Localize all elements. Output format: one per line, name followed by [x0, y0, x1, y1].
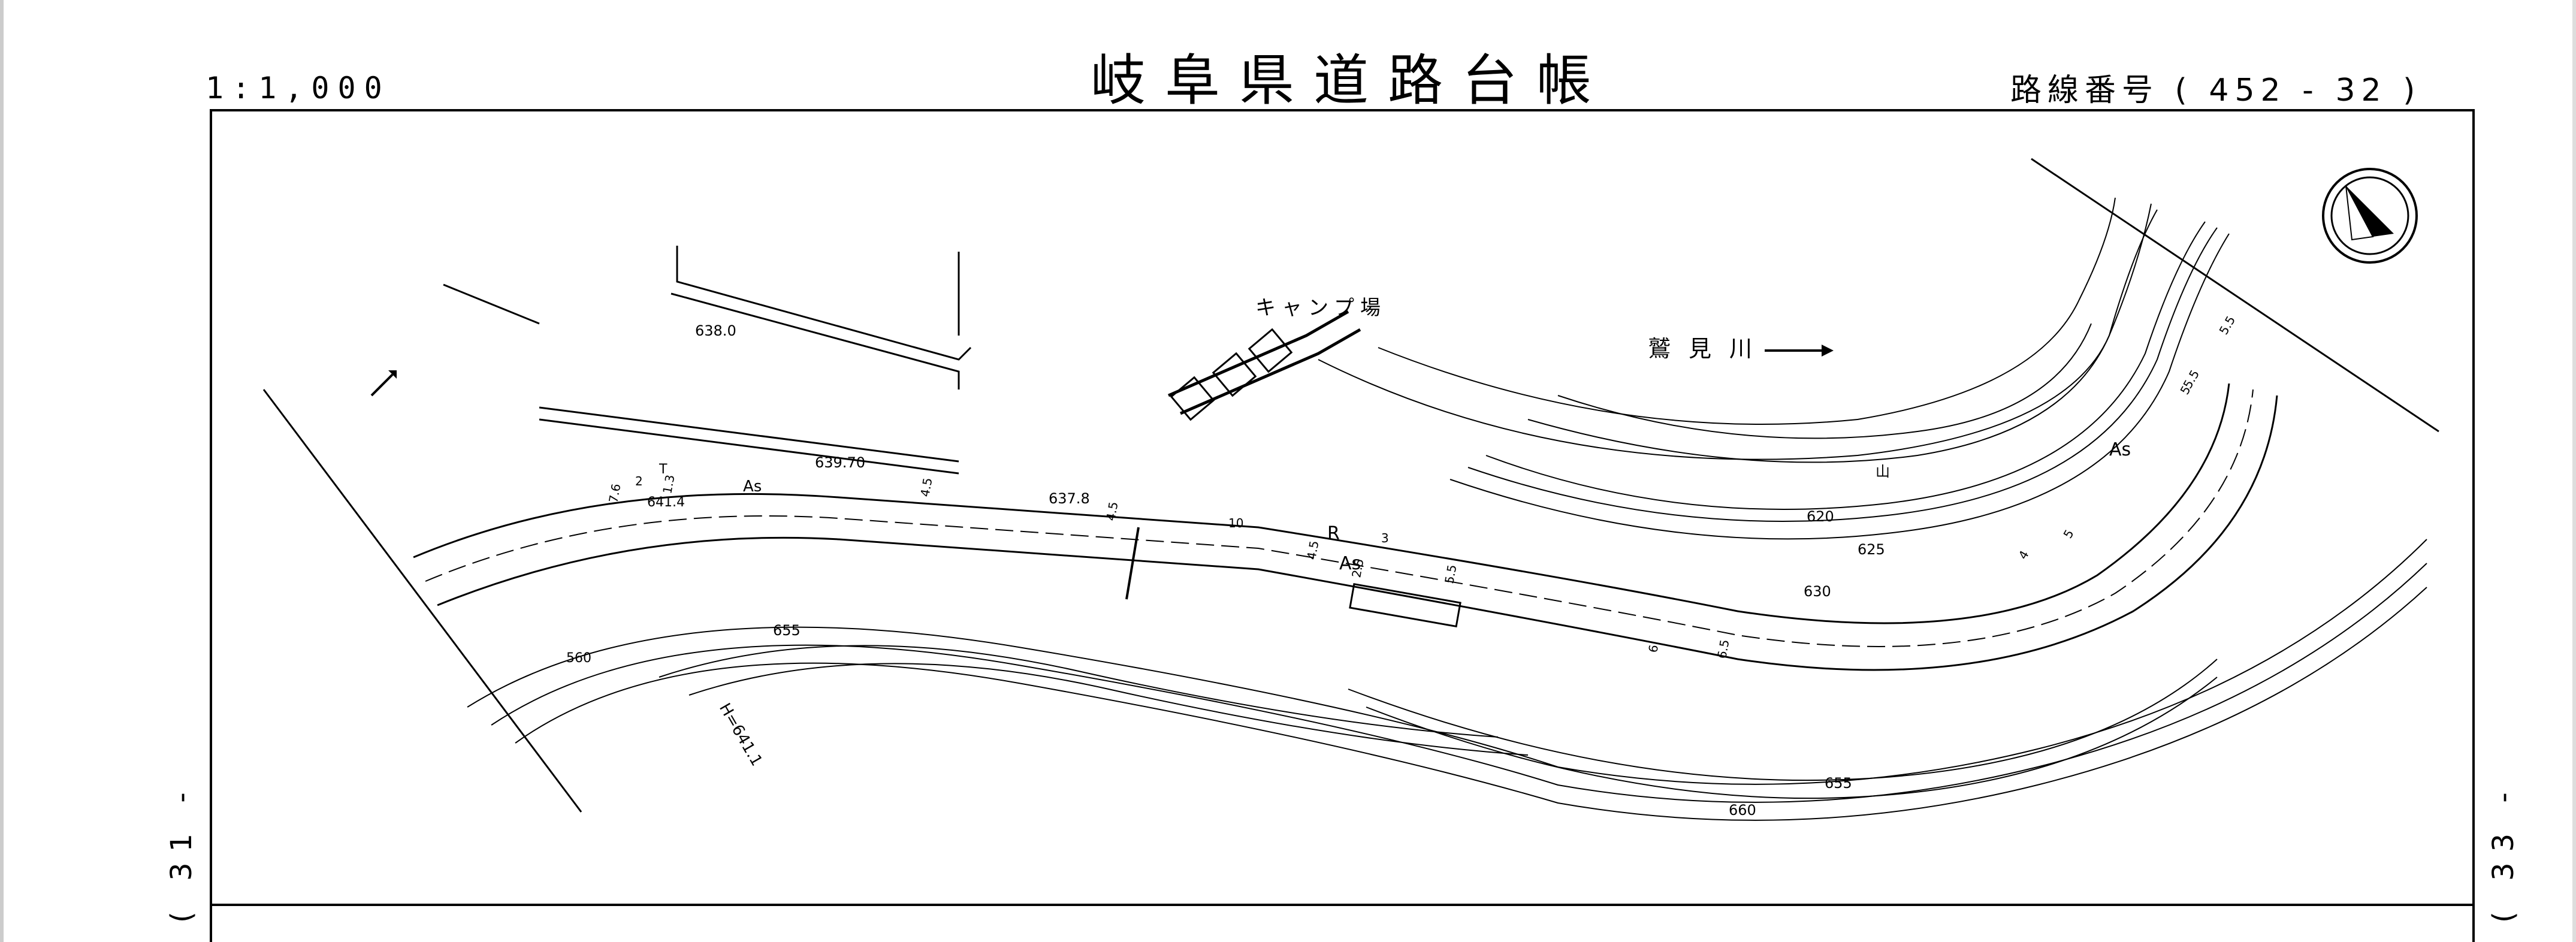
- elevation-label: 638.0: [695, 322, 736, 339]
- river-banks: [1318, 197, 2152, 460]
- elevation-label: 641.4: [647, 495, 685, 510]
- frame-divider: [210, 904, 2475, 906]
- elevation-label: 639.70: [815, 454, 865, 471]
- parking-area: [671, 246, 972, 390]
- road-edge-bottom: [437, 395, 2278, 671]
- arrow-right-icon: [1765, 345, 1834, 357]
- map-boundary-left-top: [443, 283, 540, 325]
- width-label: 6: [1645, 644, 1661, 654]
- width-label: 10: [1228, 516, 1243, 530]
- contour-label: 655: [1825, 775, 1852, 792]
- height-note: H=641.1: [715, 701, 766, 769]
- river-label: 鷲見川: [1648, 336, 1770, 362]
- width-label: 4.5: [1103, 500, 1121, 521]
- right-page-edge: [2572, 0, 2576, 942]
- road-edge-top: [413, 383, 2230, 624]
- map-frame: [210, 109, 2475, 942]
- route-label: 路線番号: [2010, 73, 2160, 108]
- route-value: ( 452 - 32 ): [2175, 73, 2421, 108]
- contour-lines-river: [1449, 209, 2230, 540]
- width-label: 2: [635, 474, 643, 488]
- elevation-label: 637.8: [1049, 490, 1090, 507]
- road-centerline: [425, 389, 2254, 647]
- width-label: 4.5: [1304, 539, 1321, 560]
- camp-buildings: [1170, 328, 1461, 628]
- contour-label: 630: [1804, 583, 1831, 600]
- width-label: 5: [2061, 527, 2077, 541]
- main-road: [413, 383, 2278, 671]
- route-number: 路線番号 ( 452 - 32 ): [2010, 65, 2421, 110]
- pavement-label: As: [743, 478, 762, 496]
- width-label: 1.3: [660, 473, 677, 494]
- width-label: 4.5: [917, 476, 935, 497]
- direction-arrow-icon: [370, 370, 397, 397]
- left-page-edge: [0, 0, 4, 942]
- width-annotations: 4.5 4.5 7.6 2 1.3 10 3 4.5 2.5 5.5 6 6.5…: [606, 313, 2238, 660]
- bridge-pier: [1125, 527, 1140, 600]
- map-boundary-right: [2031, 158, 2439, 433]
- map-boundary-left: [262, 389, 582, 813]
- mountain-mark: 山: [1876, 463, 1890, 480]
- bridge: [1168, 310, 1361, 415]
- upper-road: [539, 406, 959, 475]
- north-arrow-icon: [2322, 168, 2418, 264]
- road-mark: T: [659, 462, 668, 477]
- contour-label: 660: [1729, 802, 1756, 819]
- width-label: 6.5: [1714, 638, 1732, 659]
- width-label: 5.5: [1442, 563, 1459, 584]
- road-mark: R: [1327, 523, 1340, 544]
- pavement-label: As: [2109, 439, 2131, 460]
- width-label: 3: [1381, 531, 1389, 545]
- width-label: 2.5: [1349, 557, 1366, 578]
- camp-label: キャンプ場: [1255, 296, 1387, 320]
- pavement-label: As: [1339, 553, 1361, 574]
- scale-label: 1:1,000: [206, 71, 391, 105]
- contour-label: 620: [1807, 508, 1834, 525]
- contour-label: 655: [773, 622, 801, 639]
- width-label: 5.5: [2216, 313, 2239, 337]
- page-title: 岐阜県道路台帳: [1091, 49, 1611, 113]
- contour-label: 560: [566, 651, 591, 666]
- width-label: 4: [2016, 548, 2032, 561]
- contour-lines: [467, 539, 2427, 821]
- width-label: 7.6: [606, 482, 623, 503]
- contour-label: 625: [1858, 541, 1885, 558]
